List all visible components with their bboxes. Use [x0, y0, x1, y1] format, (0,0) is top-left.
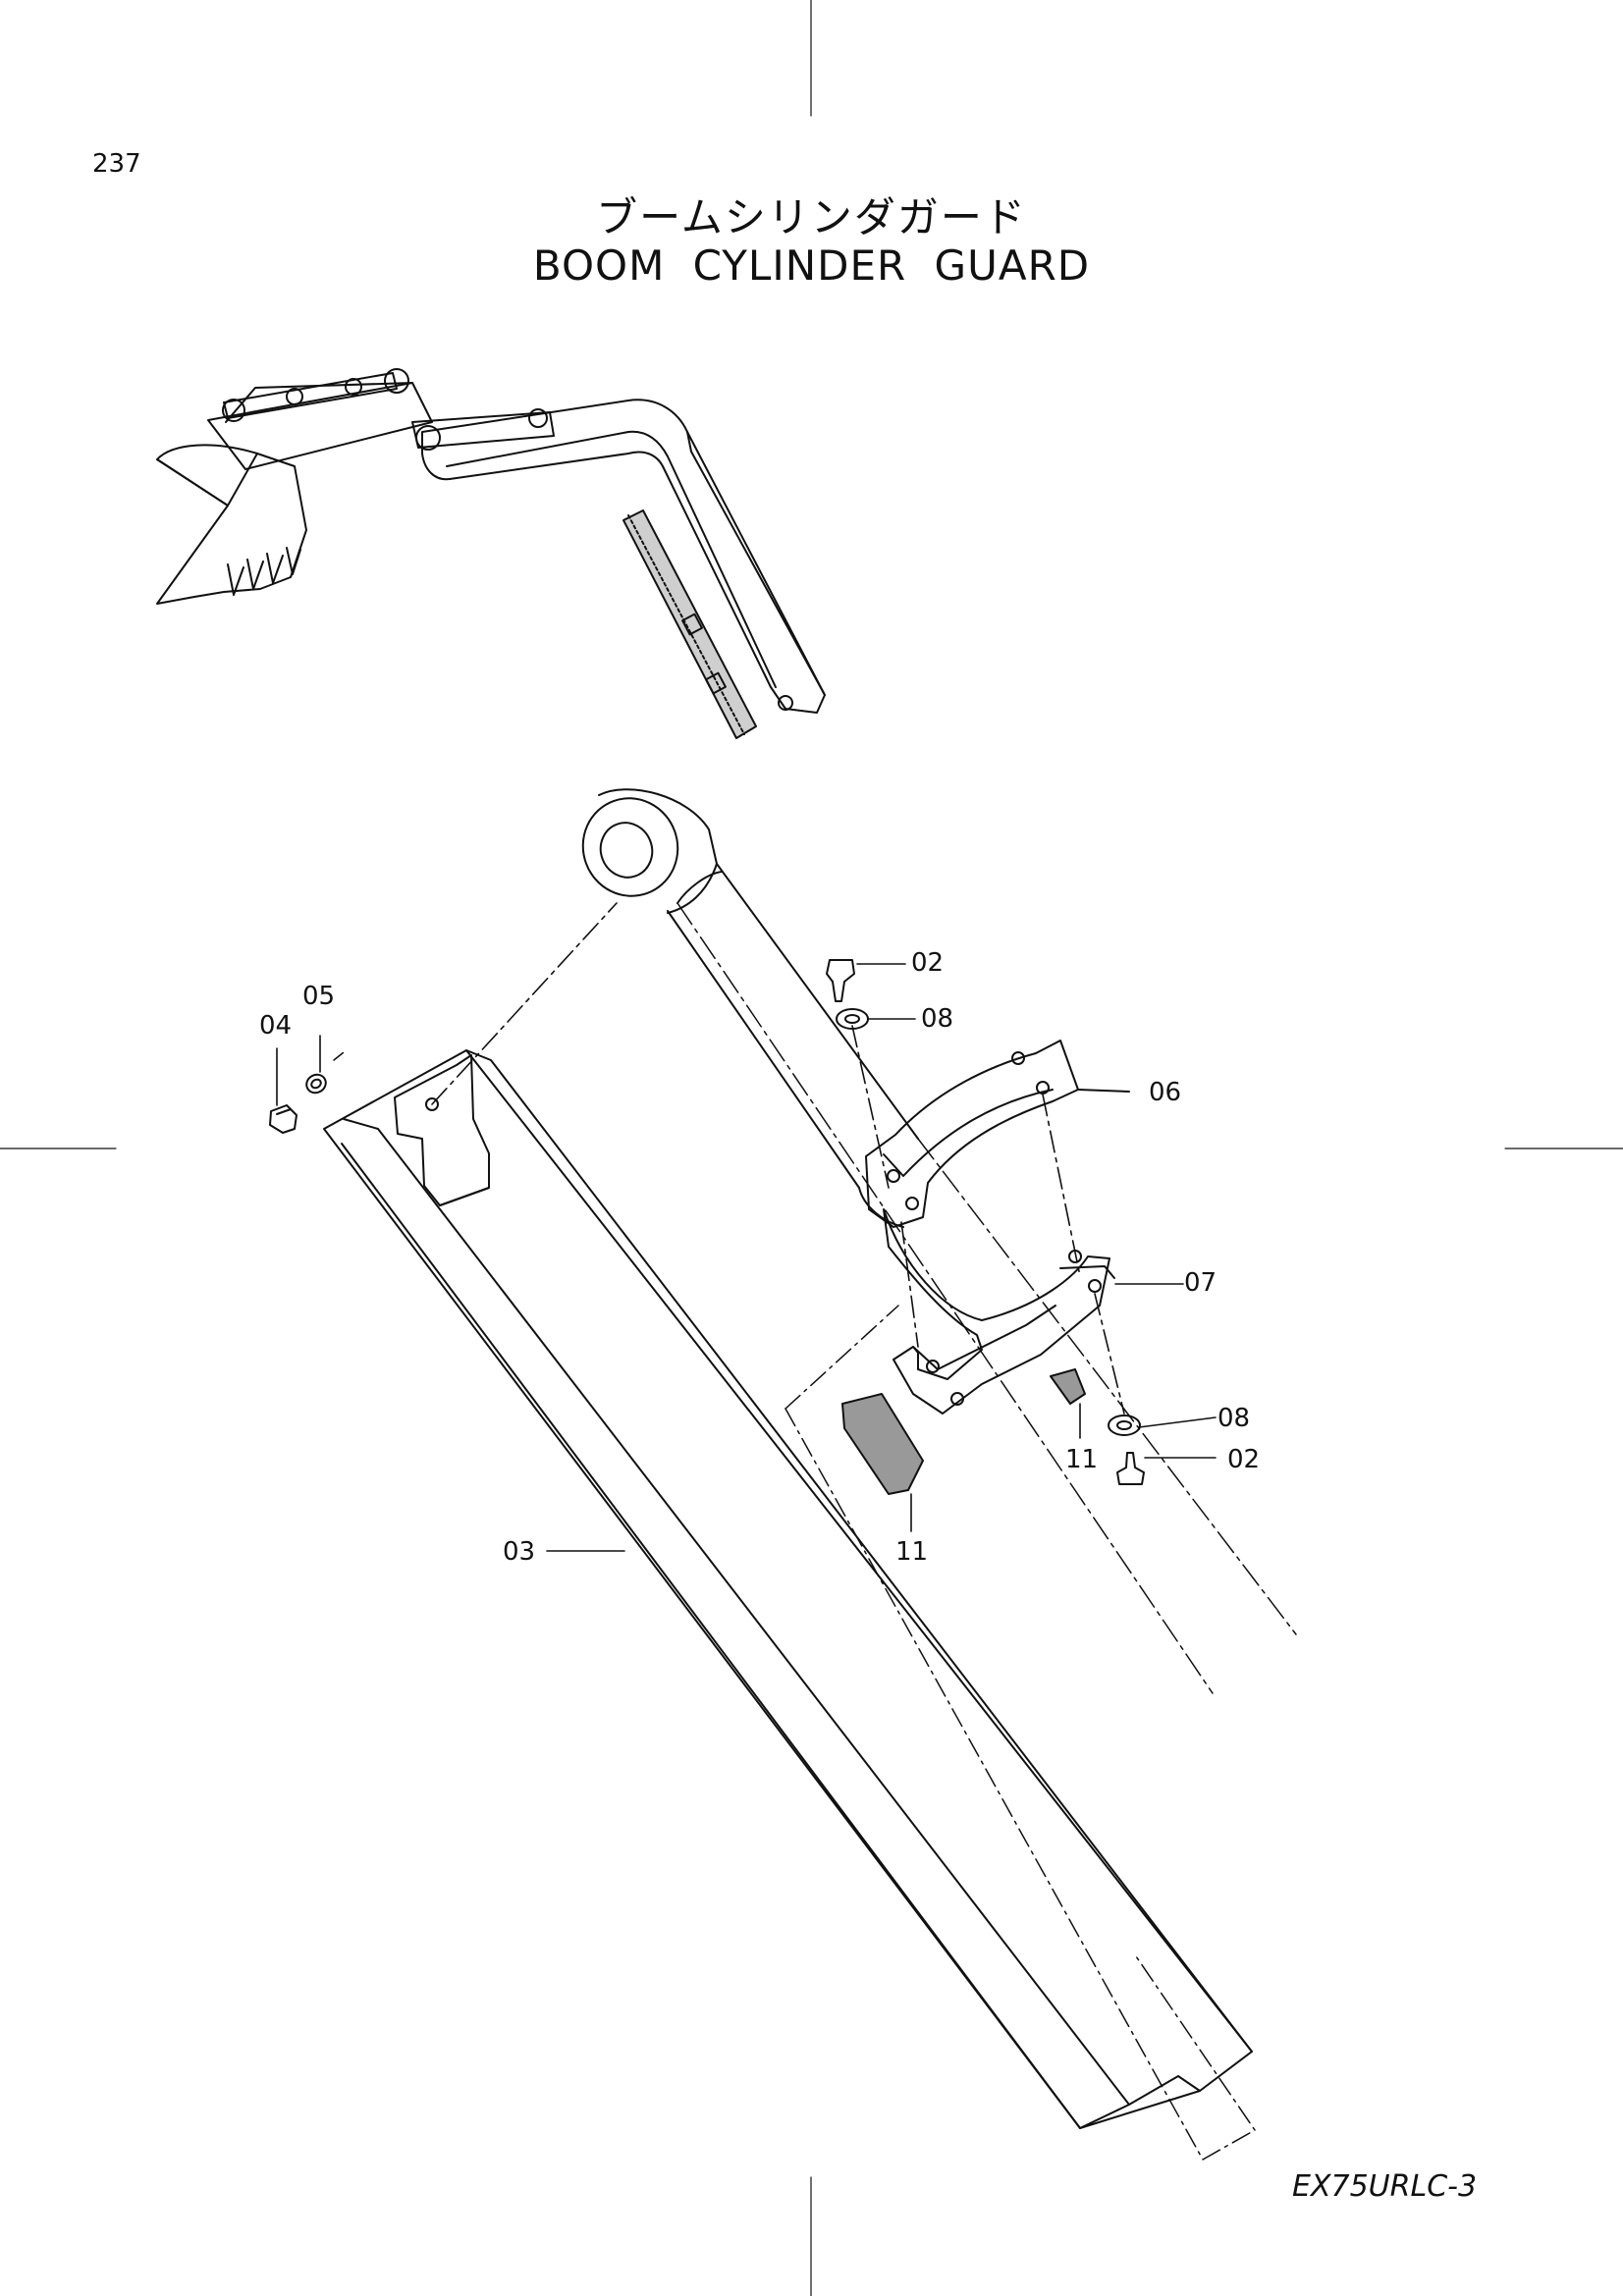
bucket-teeth [227, 547, 301, 596]
callout-04: 04 [259, 1011, 293, 1041]
part-06-upper-clamp [865, 1040, 1130, 1228]
front-attachment-overview [156, 368, 826, 739]
boom-cylinder-guard-highlight [622, 509, 757, 739]
bucket-cylinder [223, 372, 398, 419]
callout-08-lower: 08 [1217, 1404, 1251, 1433]
callout-03: 03 [503, 1537, 536, 1567]
callout-02-upper: 02 [911, 948, 945, 978]
part-02-08-upper-fasteners [826, 959, 869, 1030]
callout-11-left: 11 [895, 1537, 929, 1567]
cylinder-rod [667, 910, 860, 1189]
callout-08-upper: 08 [921, 1004, 954, 1034]
model-number: EX75URLC-3 [1292, 2169, 1478, 2204]
part-07-lower-clamp [883, 1208, 1115, 1415]
callout-05: 05 [302, 982, 336, 1011]
callout-02-lower: 02 [1227, 1445, 1261, 1474]
part-03-guard-plate [323, 1049, 1256, 2161]
callout-06: 06 [1149, 1078, 1182, 1107]
part-04-05-bolt-washer [269, 1073, 327, 1134]
leader-lines [276, 902, 1217, 1552]
part-08-02-lower-fasteners [1108, 1415, 1145, 1485]
boom [421, 399, 826, 714]
page-title: BOOM CYLINDER GUARD [532, 241, 1091, 290]
guard-bracket [394, 1054, 490, 1206]
boom-cylinder-assembly [581, 788, 1297, 1694]
page-title-japanese: ブームシリンダガード [596, 193, 1027, 241]
page-number: 237 [92, 149, 141, 179]
cylinder-head-eye [581, 797, 679, 897]
bucket [156, 444, 307, 605]
callout-11-right: 11 [1065, 1445, 1099, 1474]
part-11-pads [841, 1368, 1086, 1495]
arm [207, 382, 433, 470]
callout-07: 07 [1184, 1268, 1217, 1298]
